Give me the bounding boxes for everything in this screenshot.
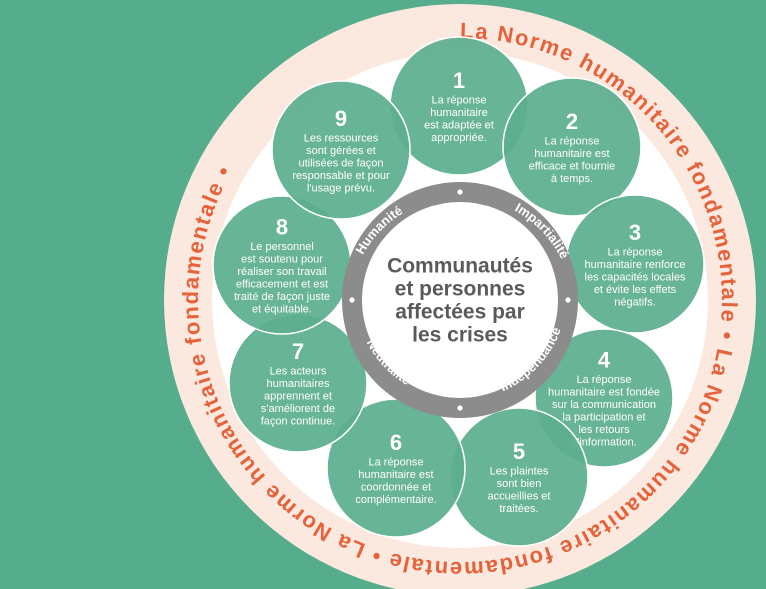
- commitment-number-6: 6: [390, 430, 402, 455]
- commitment-line: humanitaire: [430, 107, 487, 119]
- commitment-line: apprennent et: [264, 390, 332, 402]
- commitment-line: accueillies et: [488, 491, 551, 503]
- commitment-line: et évite les effets: [594, 284, 677, 296]
- center-title-line: affectées par: [395, 301, 525, 324]
- commitment-number-2: 2: [566, 109, 578, 134]
- commitment-line: les retours: [578, 424, 630, 436]
- commitment-line: La réponse: [607, 246, 662, 258]
- commitment-line: La réponse: [544, 136, 599, 148]
- commitment-line: est adaptée et: [424, 120, 494, 132]
- ring-dot: [457, 405, 463, 411]
- commitment-line: humanitaire est: [358, 469, 433, 481]
- commitment-number-4: 4: [598, 348, 611, 373]
- commitment-line: négatifs.: [614, 296, 656, 308]
- ring-dot: [349, 297, 355, 303]
- commitment-line: sont gérées et: [306, 145, 376, 157]
- ring-dot: [565, 297, 571, 303]
- commitment-line: coordonnée et: [361, 482, 431, 494]
- commitment-number-8: 8: [276, 215, 288, 240]
- commitment-circle-2: [502, 77, 642, 217]
- commitment-number-5: 5: [513, 439, 525, 464]
- commitment-line: traité de façon juste: [234, 291, 330, 303]
- commitment-line: Les plaintes: [490, 466, 549, 478]
- center-disc: [363, 203, 557, 397]
- commitment-line: La réponse: [368, 457, 423, 469]
- center-title-line: Communautés: [387, 255, 533, 278]
- ring-dot: [457, 189, 463, 195]
- principles-ring-dots: [349, 189, 571, 411]
- commitment-line: La réponse: [431, 95, 486, 107]
- commitment-line: réaliser son travail: [237, 266, 326, 278]
- commitment-line: appropriée.: [431, 132, 487, 144]
- commitment-line: humanitaire est fondée: [548, 387, 660, 399]
- commitment-number-1: 1: [453, 68, 465, 93]
- commitment-line: humanitaires: [267, 378, 330, 390]
- center-title-line: et personnes: [395, 278, 526, 301]
- commitment-number-7: 7: [292, 339, 304, 364]
- commitment-line: à temps.: [551, 173, 593, 185]
- commitment-line: façon continue.: [261, 415, 336, 427]
- commitment-line: responsable et pour: [292, 170, 390, 182]
- commitment-line: les capacités locales: [585, 271, 686, 283]
- commitment-line: sur la communication: [552, 399, 656, 411]
- commitment-circle-9: [271, 80, 411, 220]
- commitment-line: traitées.: [499, 503, 538, 515]
- commitment-line: utilisées de façon: [299, 157, 384, 169]
- commitment-line: s'améliorent de: [261, 403, 335, 415]
- commitment-line: est soutenu pour: [241, 254, 323, 266]
- commitment-line: Le personnel: [250, 241, 314, 253]
- commitment-line: efficace et fournie: [529, 161, 616, 173]
- commitment-line: Les acteurs: [270, 365, 327, 377]
- commitment-line: sont bien: [497, 478, 542, 490]
- commitment-number-3: 3: [629, 220, 641, 245]
- commitment-line: complémentaire.: [355, 494, 436, 506]
- commitment-line: efficacement et est: [236, 279, 328, 291]
- commitment-line: l'usage prévu.: [307, 182, 375, 194]
- commitment-line: la participation et: [562, 412, 645, 424]
- commitment-line: et équitable.: [252, 304, 312, 316]
- commitment-line: humanitaire est: [534, 148, 609, 160]
- commitment-number-9: 9: [335, 106, 347, 131]
- commitment-line: humanitaire renforce: [585, 259, 686, 271]
- commitment-line: La réponse: [576, 374, 631, 386]
- center-title-line: les crises: [412, 324, 508, 347]
- commitment-line: Les ressources: [304, 132, 379, 144]
- commitment-line: d'information.: [571, 437, 637, 449]
